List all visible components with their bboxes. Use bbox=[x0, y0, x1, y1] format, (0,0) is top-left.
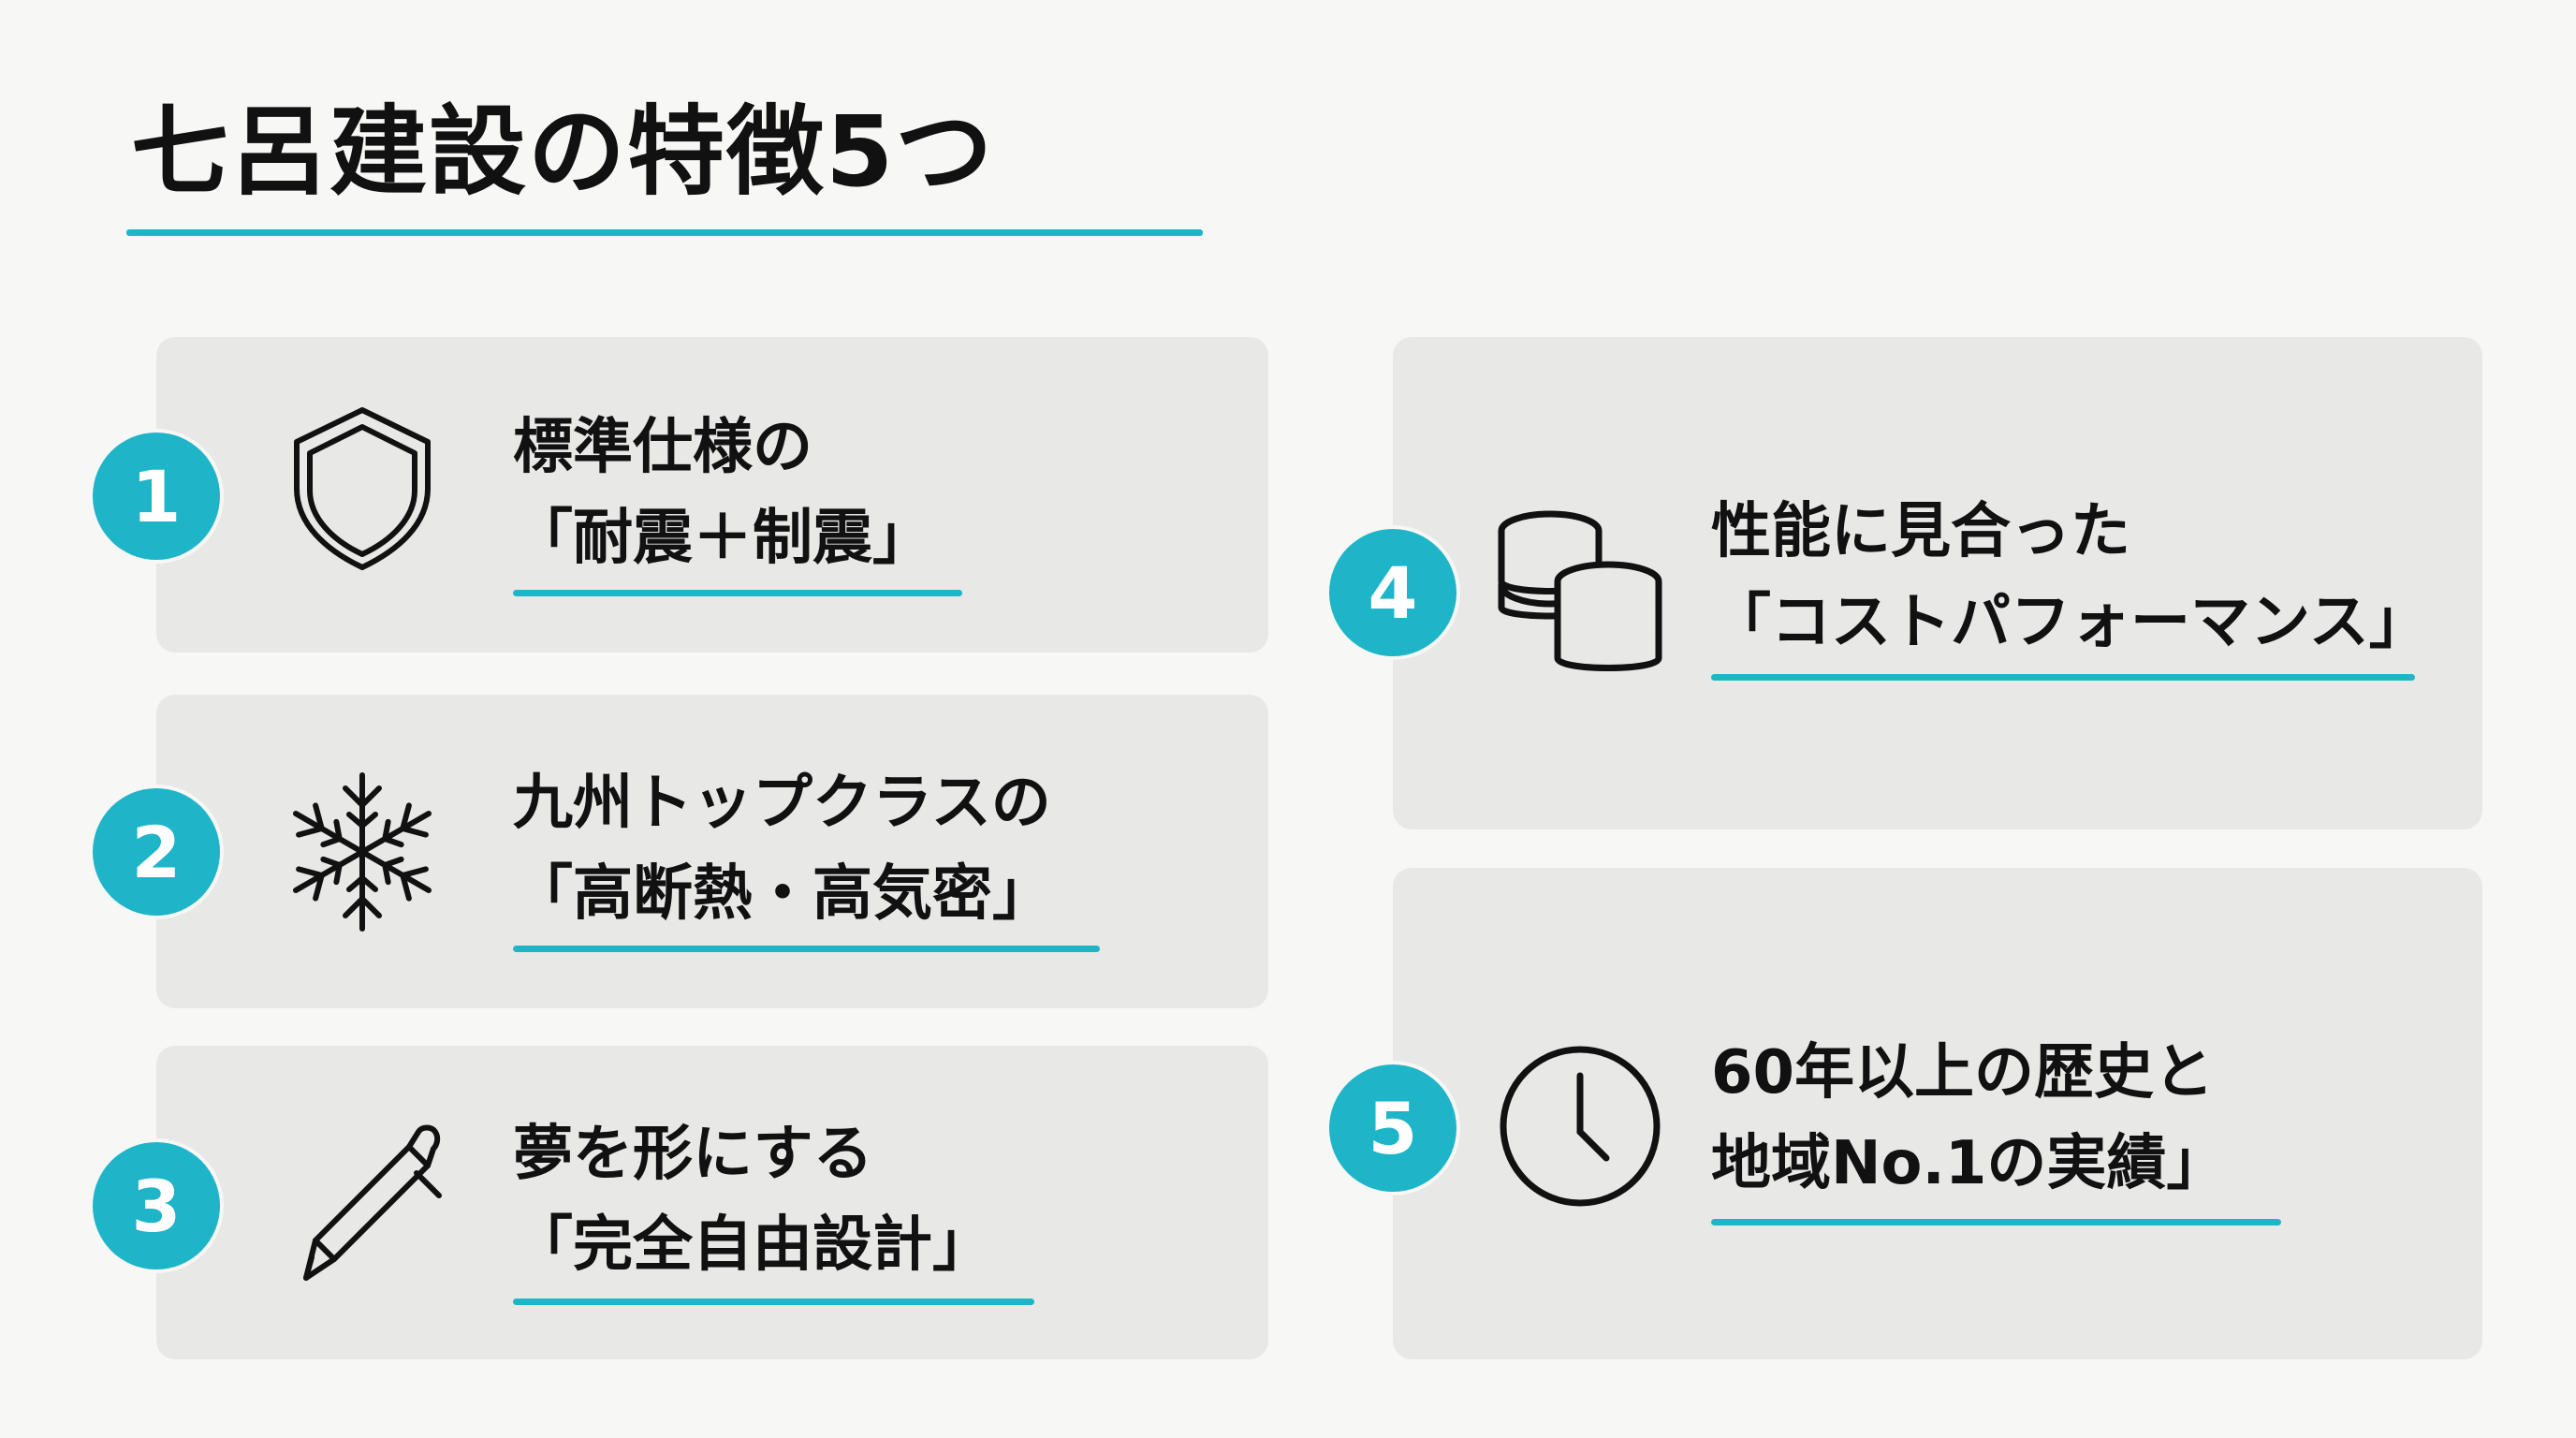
clock-icon bbox=[1500, 1046, 1661, 1207]
feature-line2: 「耐震＋制震」 bbox=[513, 504, 932, 573]
title-underline bbox=[126, 229, 1203, 236]
feature-number-badge: 3 bbox=[93, 1142, 220, 1269]
coins-icon bbox=[1498, 510, 1662, 671]
feature-line1: 標準仕様の bbox=[513, 413, 812, 482]
feature-line2: 「高断熱・高気密」 bbox=[513, 859, 1052, 929]
feature-underline bbox=[1711, 1219, 2281, 1225]
feature-line1: 夢を形にする bbox=[513, 1120, 873, 1189]
feature-number-badge: 1 bbox=[93, 433, 220, 560]
feature-text: 標準仕様の 「耐震＋制震」 bbox=[513, 403, 932, 584]
shield-icon bbox=[294, 407, 431, 570]
snowflake-icon bbox=[278, 772, 446, 936]
page-title: 七呂建設の特徴5つ bbox=[131, 95, 995, 209]
feature-underline bbox=[513, 590, 962, 596]
pen-icon bbox=[303, 1124, 442, 1281]
feature-text: 性能に見合った 「コストパフォーマンス」 bbox=[1711, 487, 2429, 668]
feature-underline bbox=[513, 946, 1100, 952]
feature-text: 夢を形にする 「完全自由設計」 bbox=[513, 1109, 992, 1291]
feature-number-badge: 4 bbox=[1329, 529, 1456, 656]
feature-line2: 地域No.1の実績」 bbox=[1711, 1129, 2227, 1198]
feature-card-1 bbox=[156, 337, 1268, 653]
feature-card-5 bbox=[1393, 868, 2482, 1359]
feature-underline bbox=[1711, 674, 2415, 681]
feature-number-badge: 2 bbox=[93, 788, 220, 916]
feature-line2: 「コストパフォーマンス」 bbox=[1711, 588, 2429, 657]
feature-line1: 60年以上の歴史と bbox=[1711, 1038, 2215, 1108]
feature-number-badge: 5 bbox=[1329, 1064, 1456, 1192]
feature-line1: 性能に見合った bbox=[1711, 497, 2130, 566]
feature-line1: 九州トップクラスの bbox=[513, 769, 1051, 838]
feature-text: 60年以上の歴史と 地域No.1の実績」 bbox=[1711, 1028, 2226, 1210]
feature-card-3 bbox=[156, 1046, 1268, 1359]
feature-card-2 bbox=[156, 695, 1268, 1008]
feature-underline bbox=[513, 1299, 1034, 1305]
feature-line2: 「完全自由設計」 bbox=[513, 1211, 992, 1280]
feature-text: 九州トップクラスの 「高断熱・高気密」 bbox=[513, 758, 1052, 940]
